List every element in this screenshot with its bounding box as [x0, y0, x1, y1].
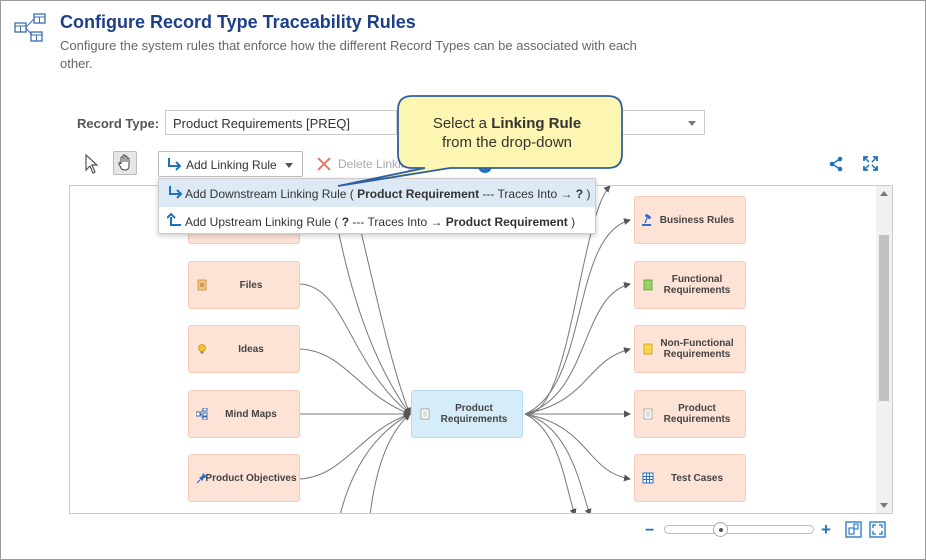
pin-icon [196, 473, 207, 484]
page-title: Configure Record Type Traceability Rules [60, 12, 416, 32]
gavel-icon [642, 214, 652, 226]
document-icon [420, 408, 430, 420]
pan-hand-icon [118, 154, 130, 171]
diagram-edges [299, 186, 631, 513]
menu-item-downstream-rule[interactable]: Add Downstream Linking Rule ( Product Re… [159, 179, 595, 207]
node-label: Ideas [238, 343, 264, 355]
node-non-functional-requirements[interactable]: Non-Functional Requirements [634, 325, 746, 373]
arrow-down-right-icon [169, 186, 183, 199]
scrollbar-thumb[interactable] [879, 235, 889, 401]
record-type-select[interactable]: Product Requirements [PREQ] [165, 110, 397, 135]
node-functional-requirements[interactable]: Functional Requirements [634, 261, 746, 309]
fit-selection-icon[interactable] [845, 521, 862, 538]
document-icon [643, 408, 653, 420]
scroll-up-icon[interactable] [880, 191, 888, 196]
node-label: Product Requirements [440, 403, 508, 425]
menu-item-text: Add Downstream Linking Rule ( Product Re… [185, 187, 591, 201]
chevron-down-icon [688, 121, 696, 126]
node-mind-maps[interactable]: Mind Maps [188, 390, 300, 438]
zoom-slider[interactable] [664, 525, 814, 534]
zoom-out-button[interactable]: − [645, 522, 655, 539]
node-files[interactable]: Files [188, 261, 300, 309]
share-icon[interactable] [828, 156, 844, 172]
node-test-cases[interactable]: Test Cases [634, 454, 746, 502]
document-green-icon [643, 279, 653, 291]
add-linking-rule-button[interactable]: Add Linking Rule [158, 151, 303, 177]
callout-bubble [337, 95, 623, 187]
node-business-rules[interactable]: Business Rules [634, 196, 746, 244]
node-label: Product Requirements [663, 403, 731, 425]
zoom-in-button[interactable]: + [821, 520, 831, 539]
arrow-up-left-icon [167, 213, 181, 226]
grid-icon [642, 472, 654, 484]
callout-text: Select a Linking Rule from the drop-down [432, 115, 582, 151]
lightbulb-icon [198, 344, 206, 354]
node-center-product-requirements[interactable]: Product Requirements [411, 390, 523, 438]
expand-icon[interactable] [862, 155, 879, 172]
mind-map-icon [196, 408, 208, 420]
pan-tool-button[interactable] [113, 151, 137, 175]
node-label: Files [239, 279, 263, 291]
record-type-label: Record Type: [77, 116, 160, 131]
node-product-objectives[interactable]: Product Objectives [188, 454, 300, 502]
node-label: Functional Requirements [663, 274, 731, 296]
zoom-slider-handle[interactable] [713, 522, 728, 537]
node-label: Business Rules [659, 214, 735, 226]
vertical-scrollbar[interactable] [876, 186, 892, 513]
close-icon [317, 157, 331, 171]
node-label: Product Objectives [205, 472, 297, 484]
file-icon [197, 279, 207, 291]
add-linking-rule-label: Add Linking Rule [186, 158, 277, 172]
fit-all-icon[interactable] [869, 521, 886, 538]
linking-rule-dropdown: Add Downstream Linking Rule ( Product Re… [158, 178, 596, 234]
scroll-down-icon[interactable] [880, 503, 888, 508]
arrow-down-right-icon [168, 158, 182, 171]
node-ideas[interactable]: Ideas [188, 325, 300, 373]
traceability-diagram[interactable]: Files Ideas Mind Maps Product Objectives… [69, 185, 893, 514]
cursor-icon[interactable] [82, 153, 102, 175]
menu-item-text: Add Upstream Linking Rule ( ? --- Traces… [185, 215, 576, 229]
menu-item-upstream-rule[interactable]: Add Upstream Linking Rule ( ? --- Traces… [159, 207, 595, 235]
node-product-requirements[interactable]: Product Requirements [634, 390, 746, 438]
chevron-down-icon [285, 163, 293, 168]
table-link-icon [14, 13, 46, 42]
node-label: Non-Functional Requirements [660, 338, 734, 360]
node-label: Test Cases [670, 472, 724, 484]
record-type-value: Product Requirements [PREQ] [173, 116, 351, 131]
page-description: Configure the system rules that enforce … [60, 38, 637, 71]
document-yellow-icon [643, 343, 653, 355]
node-label: Mind Maps [225, 408, 277, 420]
